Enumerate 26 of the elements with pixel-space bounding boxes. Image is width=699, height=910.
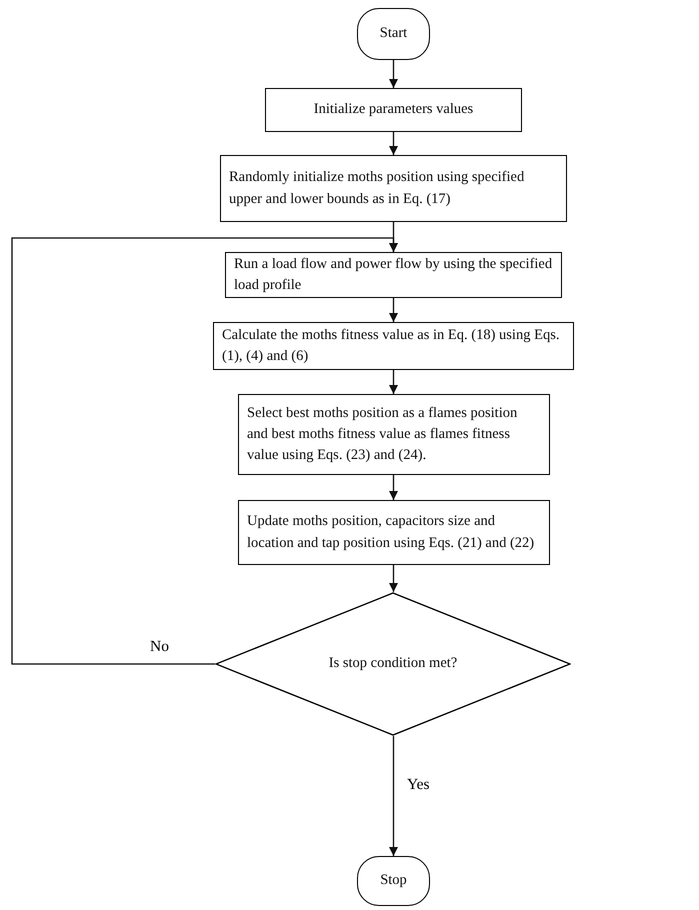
process-box <box>220 155 567 222</box>
process-box <box>225 252 562 298</box>
node-text: Start <box>380 24 408 44</box>
arrow <box>389 565 398 592</box>
node-text: Select best moths position as a flames position and best moths fitness value as flames fitness value using Eqs. (23) and (24). <box>247 404 518 465</box>
node-text: Update moths position, capacitors size and location and tap position using Eqs. (21) and (22) <box>247 512 536 552</box>
arrow <box>389 298 398 322</box>
arrow <box>389 132 398 155</box>
node-text: Stop <box>380 871 407 890</box>
process-box <box>238 394 550 475</box>
arrow <box>389 60 398 88</box>
terminal-box <box>357 8 430 60</box>
node-text: Initialize parameters values <box>314 100 474 120</box>
arrow <box>11 237 398 665</box>
arrow <box>389 370 398 394</box>
arrow <box>389 736 398 856</box>
terminal-box <box>357 856 430 906</box>
process-box <box>265 88 522 132</box>
process-box <box>238 500 550 565</box>
node-text: Is stop condition met? <box>328 654 458 674</box>
decision-diamond <box>215 592 571 736</box>
node-text: Randomly initialize moths position using specified upper and lower bounds as in Eq. (17) <box>229 168 526 208</box>
arrow <box>389 475 398 500</box>
node-text: Run a load flow and power flow by using the specified load profile <box>234 254 553 295</box>
node-text: Calculate the moths fitness value as in Eq. (18) using Eqs. (1), (4) and (6) <box>222 326 560 366</box>
process-box <box>213 322 574 370</box>
